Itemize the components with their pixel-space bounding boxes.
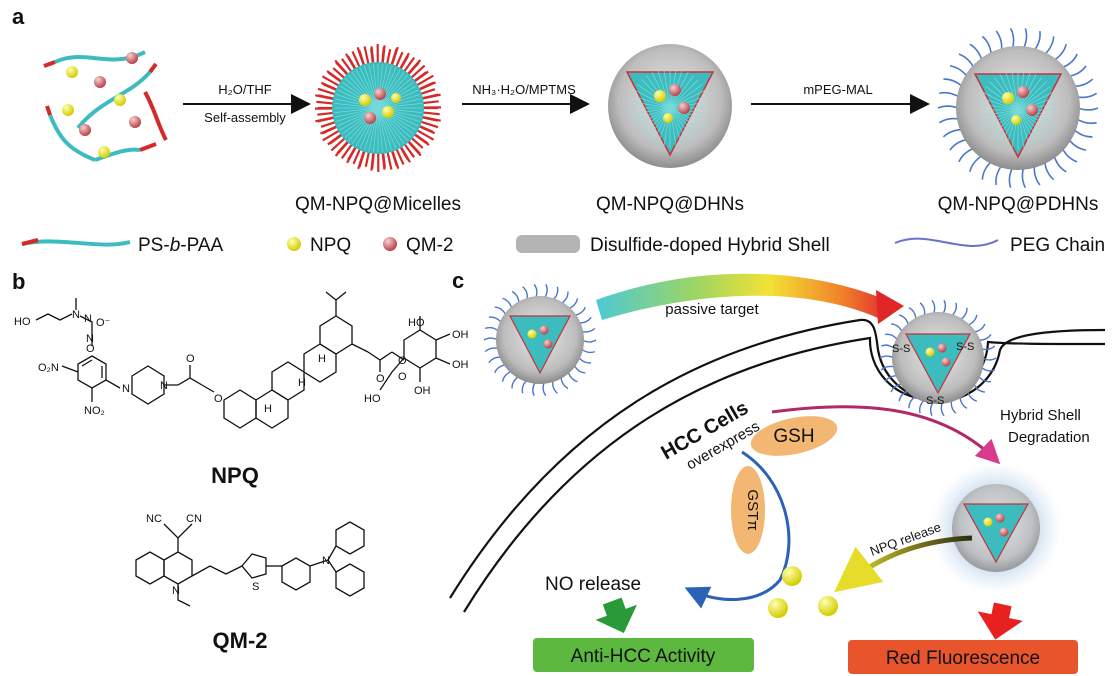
svg-text:OH: OH bbox=[452, 359, 469, 371]
svg-text:O: O bbox=[376, 373, 385, 385]
qm2-atom-labels: NC CN S N N bbox=[146, 513, 330, 597]
step1-bottom-label: Self-assembly bbox=[204, 110, 286, 125]
pdhn-incoming bbox=[483, 283, 597, 397]
svg-text:CN: CN bbox=[186, 513, 202, 525]
svg-text:OH: OH bbox=[414, 385, 431, 397]
qm2-structure bbox=[135, 521, 365, 607]
svg-text:OH: OH bbox=[452, 329, 469, 341]
svg-text:N: N bbox=[86, 333, 94, 345]
svg-text:N: N bbox=[172, 585, 180, 597]
anti-hcc-box bbox=[533, 638, 754, 672]
ss-bond-3: S-S bbox=[926, 395, 944, 407]
legend-npq: NPQ bbox=[310, 235, 351, 256]
npq-bead-1 bbox=[782, 566, 802, 586]
passive-target-label: passive target bbox=[665, 301, 759, 318]
micelles-label: QM-NPQ@Micelles bbox=[295, 194, 461, 215]
gst-label: GSTπ bbox=[744, 489, 761, 530]
red-fluor-box bbox=[848, 640, 1078, 674]
dhn-particle bbox=[608, 44, 732, 168]
cell-membrane bbox=[449, 318, 1106, 613]
anti-hcc-label: Anti-HCC Activity bbox=[571, 646, 716, 667]
npq-bead-2 bbox=[768, 598, 788, 618]
svg-text:O₂N: O₂N bbox=[38, 362, 59, 374]
legend: PS-b-PAA NPQ QM-2 Disulfide-doped Hybrid… bbox=[21, 235, 1105, 256]
pdhn-particle bbox=[937, 27, 1099, 189]
dhns-label: QM-NPQ@DHNs bbox=[596, 194, 744, 215]
pdhn-degrading bbox=[930, 462, 1062, 594]
red-fluor-label: Red Fluorescence bbox=[886, 648, 1040, 669]
npq-atom-labels: HO N N N O⁻ O O₂N NO₂ N N O O O O O H H … bbox=[14, 309, 469, 417]
no-release-label: NO release bbox=[545, 574, 641, 595]
red-fluor-arrow bbox=[977, 602, 1023, 640]
pdhn-endocytosed: S-S S-S S-S bbox=[879, 299, 997, 417]
svg-text:H: H bbox=[318, 353, 326, 365]
step3-top-label: mPEG-MAL bbox=[803, 82, 872, 97]
npq-structure bbox=[35, 291, 451, 429]
step1-top-label: H₂O/THF bbox=[218, 82, 271, 97]
svg-text:O⁻: O⁻ bbox=[96, 317, 111, 329]
step2-top-label: NH₃·H₂O/MPTMS bbox=[472, 82, 576, 97]
pdhns-label: QM-NPQ@PDHNs bbox=[938, 194, 1099, 215]
svg-text:O: O bbox=[398, 371, 407, 383]
panel-a-label: a bbox=[12, 4, 25, 29]
gsh-badge bbox=[750, 416, 838, 456]
svg-text:O: O bbox=[186, 353, 195, 365]
legend-qm2: QM-2 bbox=[406, 235, 454, 256]
svg-text:O: O bbox=[398, 355, 407, 367]
svg-text:NO₂: NO₂ bbox=[84, 405, 105, 417]
micelle bbox=[314, 43, 442, 173]
svg-text:N: N bbox=[72, 309, 80, 321]
ss-bond-1: S-S bbox=[892, 343, 910, 355]
svg-text:NC: NC bbox=[146, 513, 162, 525]
hybrid-shell-label-2: Degradation bbox=[1008, 429, 1090, 446]
npq-name: NPQ bbox=[211, 463, 259, 488]
ss-bond-2: S-S bbox=[956, 341, 974, 353]
svg-text:H: H bbox=[264, 403, 272, 415]
legend-ps-paa: PS-b-PAA bbox=[138, 235, 224, 256]
svg-text:N: N bbox=[160, 380, 168, 392]
panel-b-label: b bbox=[12, 269, 25, 294]
free-components bbox=[43, 50, 168, 162]
svg-text:HO: HO bbox=[14, 316, 31, 328]
degradation-arrow bbox=[771, 405, 1001, 465]
svg-text:N: N bbox=[322, 555, 330, 567]
qm2-name: QM-2 bbox=[213, 628, 268, 653]
svg-text:N: N bbox=[84, 313, 92, 325]
passive-target-arrow bbox=[596, 273, 904, 324]
legend-peg: PEG Chain bbox=[1010, 235, 1105, 256]
svg-text:HO: HO bbox=[408, 317, 425, 329]
svg-text:N: N bbox=[122, 383, 130, 395]
svg-text:H: H bbox=[298, 377, 306, 389]
gst-badge bbox=[731, 466, 765, 554]
npq-release-arrow bbox=[834, 535, 973, 593]
svg-text:S: S bbox=[252, 581, 259, 593]
legend-shell: Disulfide-doped Hybrid Shell bbox=[590, 235, 830, 256]
gsh-label: GSH bbox=[773, 426, 814, 447]
svg-text:O: O bbox=[86, 343, 95, 355]
svg-text:O: O bbox=[214, 393, 223, 405]
no-release-arrow bbox=[684, 450, 791, 609]
anti-hcc-arrow bbox=[595, 597, 637, 633]
svg-text:HO: HO bbox=[364, 393, 381, 405]
npq-bead-3 bbox=[818, 596, 838, 616]
panel-c-label: c bbox=[452, 268, 464, 293]
hybrid-shell-label-1: Hybrid Shell bbox=[1000, 407, 1081, 424]
